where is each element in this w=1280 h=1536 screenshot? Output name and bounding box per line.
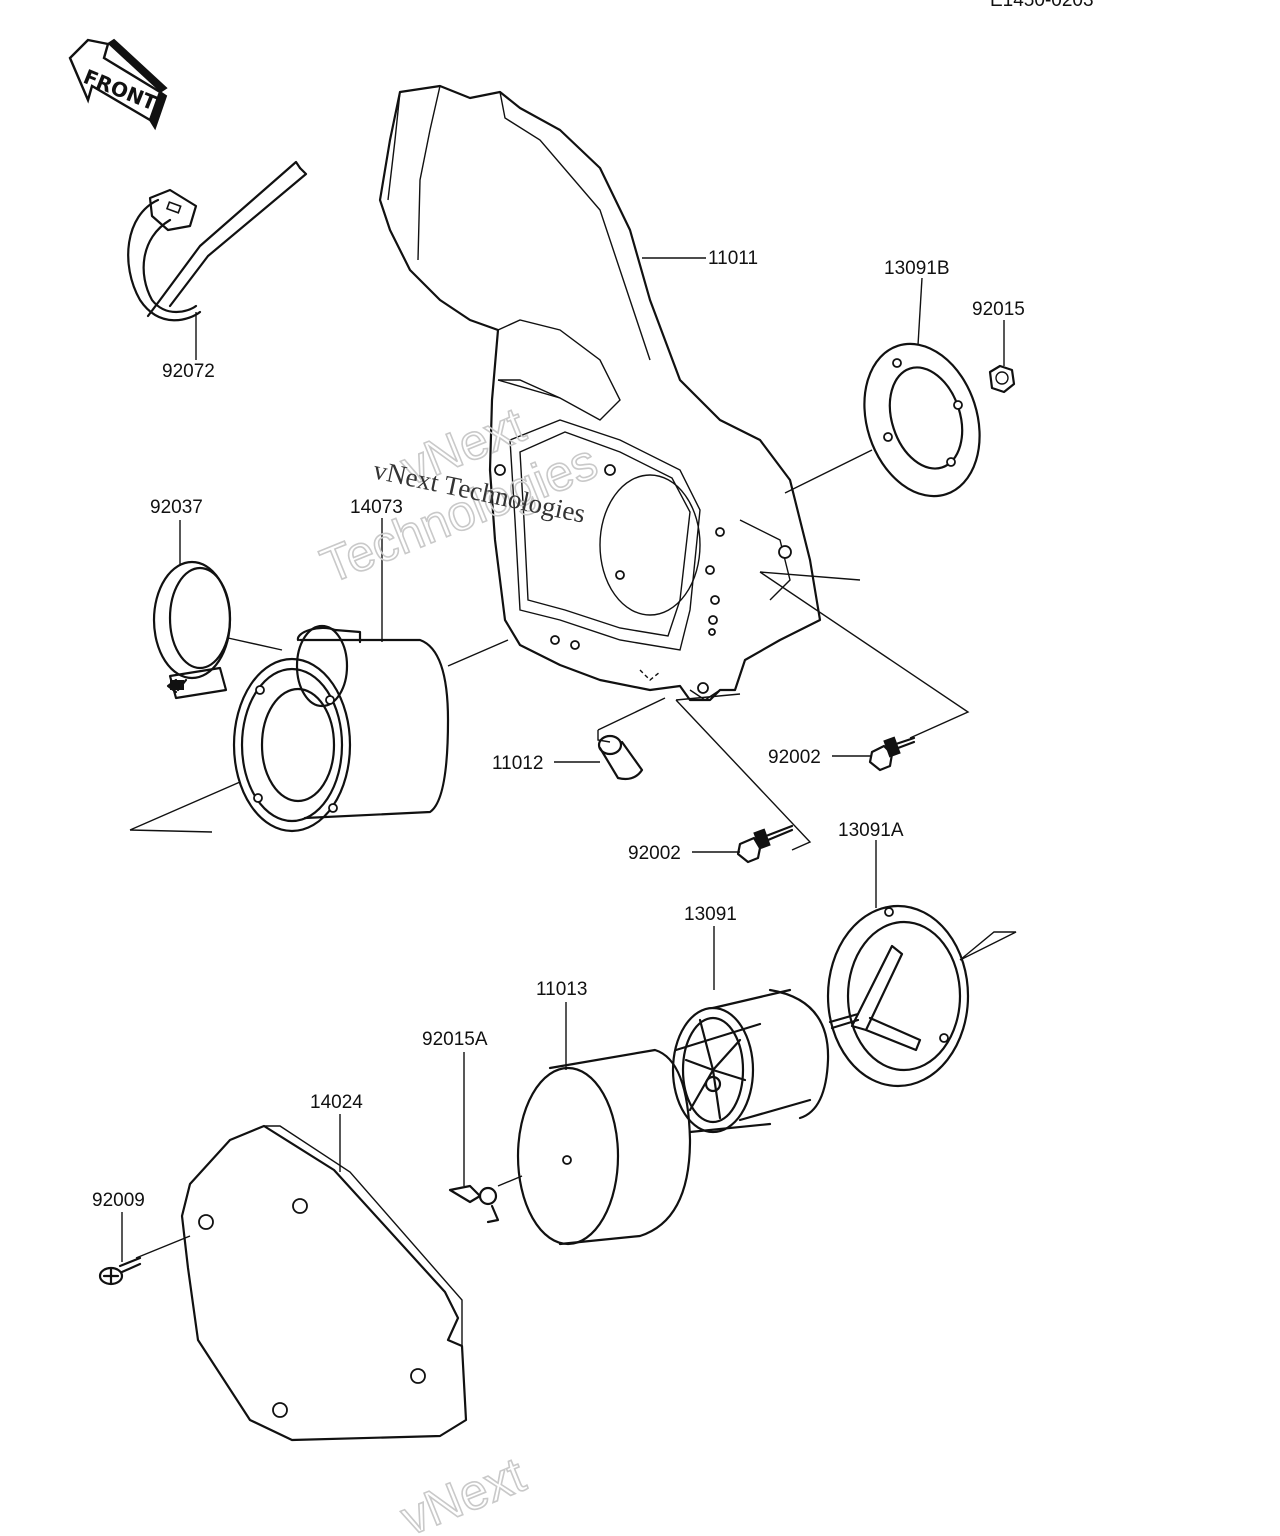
- cage-13091: [671, 988, 830, 1134]
- plate-13091a: [826, 904, 970, 1088]
- screw-92009: [98, 1256, 142, 1286]
- part-label-11013: 11013: [536, 979, 587, 1000]
- part-label-92002-upper: 92002: [768, 747, 821, 768]
- part-label-92015: 92015: [972, 299, 1025, 320]
- part-label-92072: 92072: [162, 361, 215, 382]
- air-cleaner-housing: [378, 84, 822, 702]
- cover-14024: [180, 1124, 468, 1442]
- part-label-14073: 14073: [350, 497, 403, 518]
- band-92072: [127, 160, 308, 322]
- part-label-13091b: 13091B: [884, 258, 950, 279]
- front-arrow-icon: FRONT: [68, 38, 168, 131]
- part-label-92015a: 92015A: [422, 1029, 488, 1050]
- part-label-92002-lower: 92002: [628, 843, 681, 864]
- part-label-92037: 92037: [150, 497, 203, 518]
- part-label-13091a: 13091A: [838, 820, 904, 841]
- gasket-13091b: [863, 342, 981, 498]
- clamp-92037: [152, 560, 232, 700]
- leaders: [121, 257, 1005, 1262]
- watermark: vNext Technologies vNext Technologies vN…: [312, 396, 605, 1536]
- part-label-14024: 14024: [310, 1092, 363, 1113]
- bolt-92002-upper: [868, 736, 916, 772]
- part-labels: 11011 13091B 92015 92072 92037 14073 920…: [92, 248, 1025, 1211]
- element-11013: [516, 1048, 692, 1246]
- duct-14073: [232, 624, 450, 833]
- part-label-92009: 92009: [92, 1190, 145, 1211]
- part-label-13091: 13091: [684, 904, 737, 925]
- guide-lines: [129, 449, 1017, 1259]
- bolt-92002-lower: [736, 824, 794, 864]
- part-label-11011: 11011: [708, 248, 758, 269]
- diagram-ref-code: E1450-0203: [990, 0, 1094, 11]
- wingnut-92015a: [448, 1184, 500, 1224]
- watermark-bottom: vNext: [393, 1446, 533, 1536]
- nut-92015: [988, 364, 1016, 394]
- part-label-11012: 11012: [492, 753, 543, 774]
- cap-11012: [597, 734, 644, 781]
